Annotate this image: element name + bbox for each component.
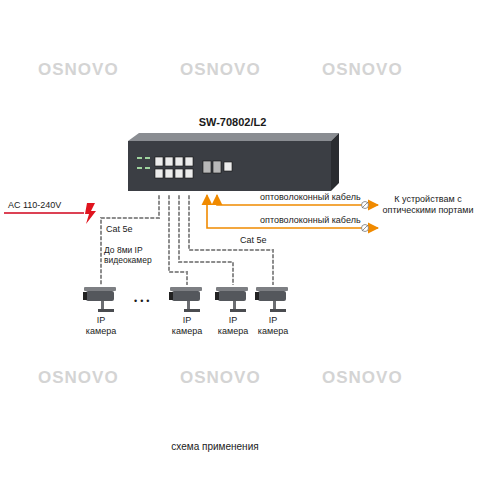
camera-mount (273, 301, 276, 309)
rj45-port (155, 169, 163, 178)
utp-cable (179, 195, 233, 285)
rj45-port (185, 169, 193, 178)
watermark: OSNOVO (38, 60, 119, 80)
camera-bracket (270, 309, 286, 312)
ellipsis: ••• (134, 296, 152, 306)
camera-illustration (213, 285, 253, 315)
camera-lens (83, 292, 87, 300)
camera-node: IP камера (81, 285, 121, 337)
note-label: До 8ми IP видеокамер (104, 246, 166, 266)
caption: схема применения (140, 441, 290, 453)
coupler-slash (362, 202, 368, 208)
utp-cable (101, 195, 159, 285)
camera-mount (233, 301, 236, 309)
watermark: OSNOVO (180, 368, 261, 388)
target-label: К устройствам с оптическими портами (378, 192, 478, 218)
sfp-port (203, 161, 211, 173)
camera-label: IP камера (253, 315, 293, 337)
coupler-ring (362, 202, 369, 209)
power-label: AC 110-240V (8, 200, 61, 210)
camera-node: IP камера (167, 285, 207, 337)
camera-node: IP камера (253, 285, 293, 337)
console-port (224, 162, 232, 171)
camera-lens (255, 292, 259, 300)
camera-bracket (230, 309, 246, 312)
camera-body (258, 291, 286, 301)
watermark: OSNOVO (322, 60, 403, 80)
watermark: OSNOVO (322, 368, 403, 388)
camera-label: IP камера (81, 315, 121, 337)
coupler-slash (362, 225, 368, 231)
sfp-port (213, 161, 221, 173)
rj45-port (185, 157, 193, 166)
power-line (4, 212, 84, 214)
camera-bracket (98, 309, 114, 312)
camera-lens (215, 292, 219, 300)
switch-side (331, 133, 339, 191)
status-led (145, 157, 150, 159)
camera-node: IP камера (213, 285, 253, 337)
rj45-port (165, 169, 173, 178)
cable-label: Cat 5e (106, 224, 133, 234)
camera-hood (216, 287, 248, 291)
target-node: К устройствам с оптическими портами (378, 192, 478, 218)
camera-mount (101, 301, 104, 309)
camera-body (172, 291, 200, 301)
watermark: OSNOVO (180, 60, 261, 80)
camera-label: IP камера (167, 315, 207, 337)
camera-hood (84, 287, 116, 291)
fiber-coupler (362, 225, 369, 232)
switch-node: SW-70802/L2 (125, 116, 340, 195)
status-led (137, 157, 142, 159)
device-title: SW-70802/L2 (125, 116, 340, 129)
camera-label: IP камера (213, 315, 253, 337)
coupler-ring (362, 225, 369, 232)
status-led (137, 167, 142, 169)
watermark: OSNOVO (38, 368, 119, 388)
status-led (145, 167, 150, 169)
camera-hood (170, 287, 202, 291)
camera-bracket (184, 309, 200, 312)
edge-label: оптоволоконный кабель (258, 215, 363, 225)
switch-illustration (125, 131, 340, 195)
switch-front (128, 141, 331, 191)
camera-illustration (253, 285, 293, 315)
rj45-port (175, 157, 183, 166)
camera-illustration (167, 285, 207, 315)
surge-symbol (85, 203, 96, 224)
switch-top (128, 133, 339, 141)
utp-cable (189, 195, 273, 285)
fiber-coupler (362, 202, 369, 209)
cable-label: Cat 5e (240, 235, 267, 245)
rj45-port (155, 157, 163, 166)
rj45-port (175, 169, 183, 178)
camera-mount (187, 301, 190, 309)
edge-label: оптоволоконный кабель (258, 192, 363, 202)
rj45-port (165, 157, 173, 166)
camera-lens (169, 292, 173, 300)
camera-body (86, 291, 114, 301)
camera-body (218, 291, 246, 301)
camera-illustration (81, 285, 121, 315)
camera-hood (256, 287, 288, 291)
